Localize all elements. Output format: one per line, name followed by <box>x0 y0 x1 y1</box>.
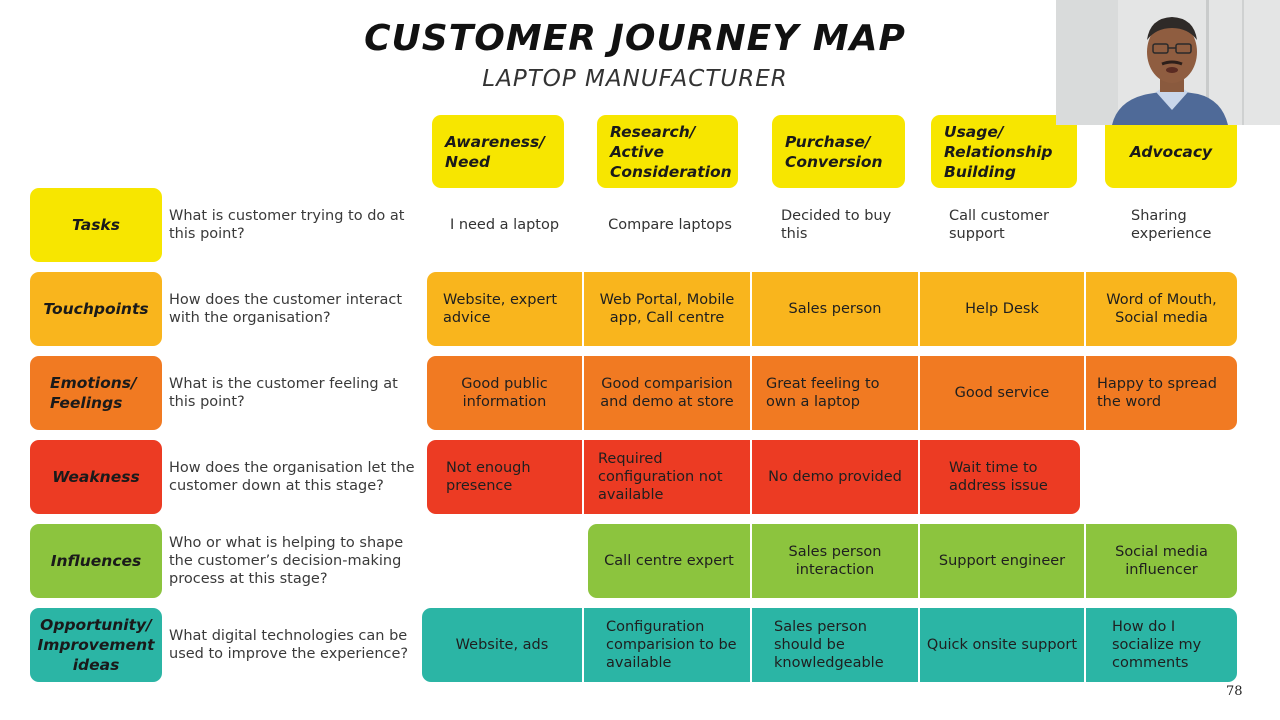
page-number: 78 <box>1226 684 1243 699</box>
row-question-touchpoints: How does the customer interact with the … <box>169 292 403 326</box>
row-question-opportunity: What digital technologies can be used to… <box>169 628 409 662</box>
tasks-cell-purchase: Decided to buy this <box>781 208 892 242</box>
influences-cell-purchase: Sales person interaction <box>752 524 918 598</box>
stage-purchase: Purchase/ Conversion <box>772 115 905 188</box>
opportunity-cell-awareness: Website, ads <box>422 608 582 682</box>
presenter-video-frame <box>1056 0 1280 125</box>
influences-cell-advocacy: Social media influencer <box>1086 524 1237 598</box>
emotions-cell-usage: Good service <box>920 356 1084 430</box>
touchpoints-cell-usage: Help Desk <box>920 272 1084 346</box>
row-label-opportunity: Opportunity/ Improvement ideas <box>30 608 162 682</box>
weakness-cell-purchase: No demo provided <box>752 440 918 514</box>
tasks-cell-advocacy: Sharing experience <box>1131 208 1212 242</box>
row-question-tasks: What is customer trying to do at this po… <box>169 208 405 242</box>
stage-advocacy: Advocacy <box>1105 115 1237 188</box>
influences-cell-research: Call centre expert <box>588 524 750 598</box>
opportunity-cell-usage: Quick onsite support <box>920 608 1084 682</box>
tasks-cell-usage: Call customer support <box>949 208 1049 242</box>
weakness-cell-research: Required configuration not available <box>584 440 750 514</box>
weakness-cell-usage: Wait time to address issue <box>920 440 1080 514</box>
touchpoints-cell-purchase: Sales person <box>752 272 918 346</box>
tasks-cell-research: Compare laptops <box>608 217 732 233</box>
touchpoints-cell-awareness: Website, expert advice <box>427 272 582 346</box>
opportunity-cell-research: Configuration comparision to be availabl… <box>584 608 750 682</box>
row-question-emotions: What is the customer feeling at this poi… <box>169 376 398 410</box>
influences-cell-usage: Support engineer <box>920 524 1084 598</box>
row-label-emotions: Emotions/ Feelings <box>30 356 162 430</box>
row-label-tasks: Tasks <box>30 188 162 262</box>
weakness-cell-awareness: Not enough presence <box>427 440 582 514</box>
page-subtitle: LAPTOP MANUFACTURER <box>482 66 788 92</box>
emotions-cell-research: Good comparision and demo at store <box>584 356 750 430</box>
tasks-cell-awareness: I need a laptop <box>449 217 560 233</box>
touchpoints-cell-advocacy: Word of Mouth, Social media <box>1086 272 1237 346</box>
page-title: CUSTOMER JOURNEY MAP <box>364 18 906 59</box>
stage-awareness: Awareness/ Need <box>432 115 564 188</box>
emotions-cell-advocacy: Happy to spread the word <box>1086 356 1237 430</box>
touchpoints-cell-research: Web Portal, Mobile app, Call centre <box>584 272 750 346</box>
row-label-touchpoints: Touchpoints <box>30 272 162 346</box>
row-label-weakness: Weakness <box>30 440 162 514</box>
emotions-cell-purchase: Great feeling to own a laptop <box>752 356 918 430</box>
row-question-influences: Who or what is helping to shape the cust… <box>169 535 404 587</box>
emotions-cell-awareness: Good public information <box>427 356 582 430</box>
opportunity-cell-purchase: Sales person should be knowledgeable <box>752 608 918 682</box>
stage-research: Research/ Active Consideration <box>597 115 738 188</box>
row-label-influences: Influences <box>30 524 162 598</box>
opportunity-cell-advocacy: How do I socialize my comments <box>1086 608 1237 682</box>
stage-usage: Usage/ Relationship Building <box>931 115 1077 188</box>
row-question-weakness: How does the organisation let the custom… <box>169 460 415 494</box>
presenter-webcam <box>1056 0 1280 125</box>
